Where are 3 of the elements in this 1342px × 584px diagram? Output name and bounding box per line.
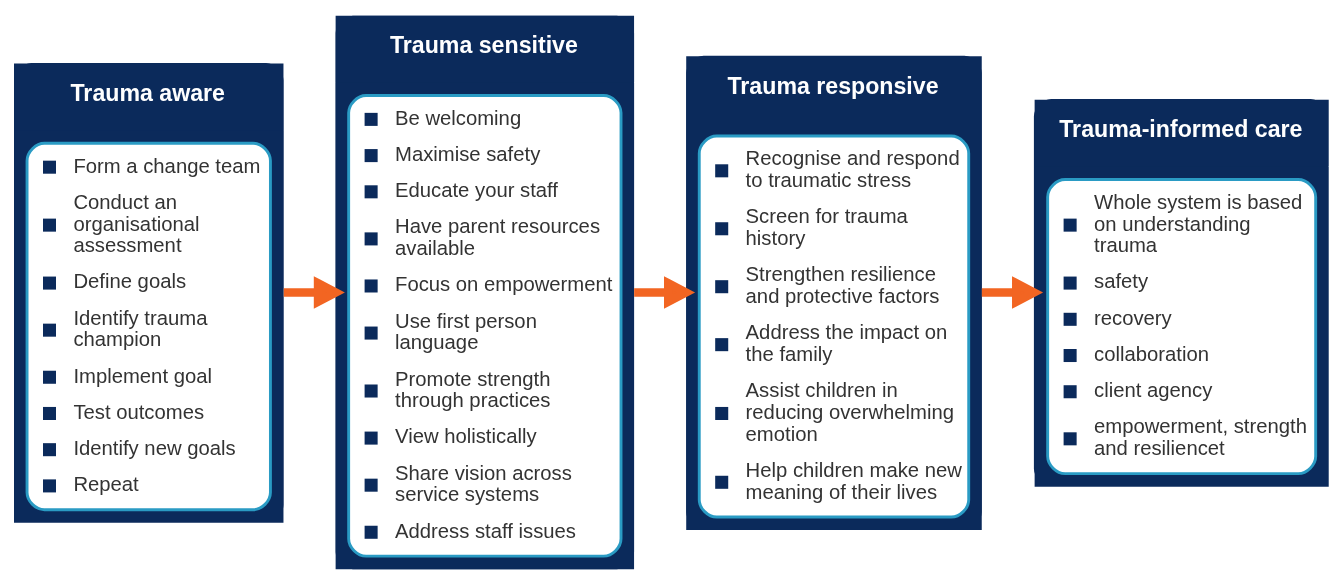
arrow [981, 275, 1044, 309]
arrow [634, 275, 696, 309]
arrow [283, 275, 345, 309]
